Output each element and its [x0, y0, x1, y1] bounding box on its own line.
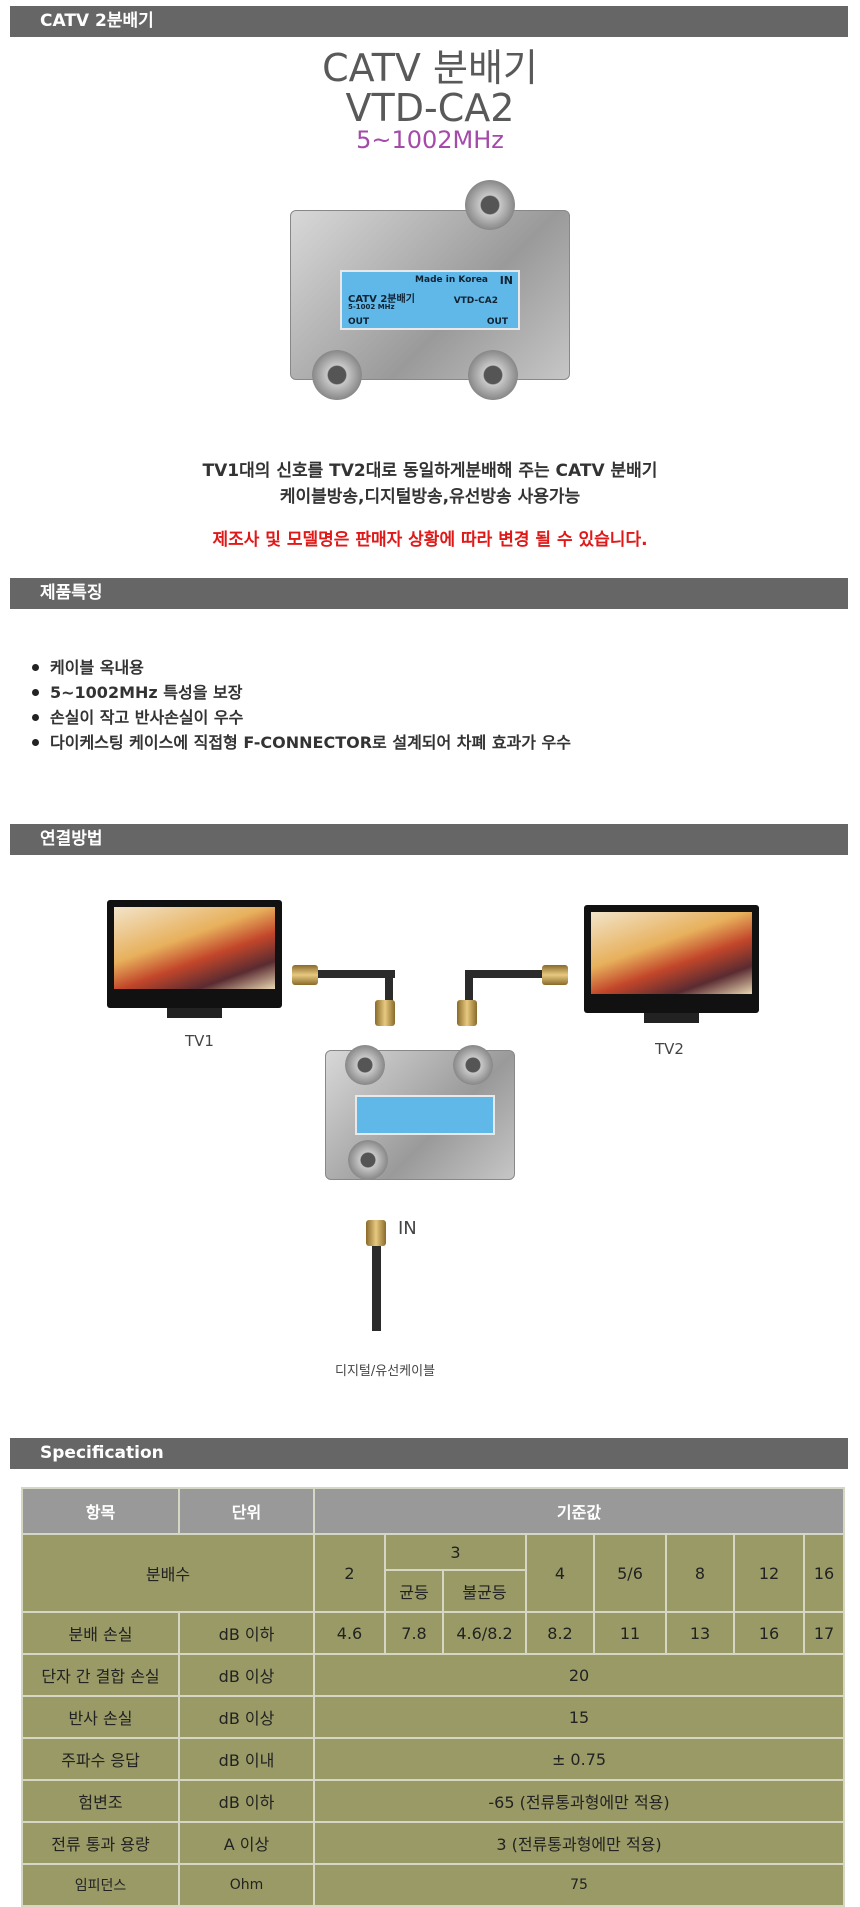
row-value: 15	[313, 1695, 845, 1739]
split-label: 분배수	[21, 1533, 315, 1613]
feature-item: 다이케스팅 케이스에 직접형 F-CONNECTOR로 설계되어 차폐 효과가 …	[30, 730, 571, 755]
label-made: Made in Korea	[415, 275, 488, 285]
connection-bar: 연결방법	[10, 824, 848, 855]
label-out-1: OUT	[348, 317, 370, 327]
split-cell: 5/6	[593, 1533, 667, 1613]
product-image: Made in Korea IN CATV 2분배기 5-1002 MHz VT…	[270, 170, 590, 415]
split-sub: 균등	[384, 1569, 444, 1613]
label-name: CATV 2분배기	[348, 294, 415, 305]
row-unit: dB 이상	[178, 1695, 315, 1739]
feature-item: 케이블 옥내용	[30, 655, 571, 680]
row-name: 임피던스	[21, 1863, 180, 1907]
split-cell: 4	[525, 1533, 595, 1613]
feature-list: 케이블 옥내용 5~1002MHz 특성을 보장 손실이 작고 반사손실이 우수…	[30, 655, 571, 755]
row-value: 75	[313, 1863, 845, 1907]
loss-value: 11	[593, 1611, 667, 1655]
loss-value: 7.8	[384, 1611, 444, 1655]
row-name: 주파수 응답	[21, 1737, 180, 1781]
header-unit: 단위	[178, 1487, 315, 1535]
frequency-range: 5~1002MHz	[356, 126, 504, 154]
split-sub: 불균등	[442, 1569, 527, 1613]
cable-caption: 디지털/유선케이블	[335, 1364, 436, 1379]
row-unit: Ohm	[178, 1863, 315, 1907]
row-value: -65 (전류통과형에만 적용)	[313, 1779, 845, 1823]
product-model: VTD-CA2	[345, 86, 515, 130]
row-unit: dB 이하	[178, 1779, 315, 1823]
row-name: 험변조	[21, 1779, 180, 1823]
row-unit: A 이상	[178, 1821, 315, 1865]
spec-bar: Specification	[10, 1438, 848, 1469]
row-name: 분배 손실	[21, 1611, 180, 1655]
loss-value: 4.6	[313, 1611, 386, 1655]
features-title: 제품특징	[40, 583, 103, 603]
split-cell: 2	[313, 1533, 386, 1613]
loss-value: 13	[665, 1611, 735, 1655]
feature-item: 손실이 작고 반사손실이 우수	[30, 705, 571, 730]
in-caption: IN	[398, 1218, 417, 1239]
header-value: 기준값	[313, 1487, 845, 1535]
features-bar: 제품특징	[10, 578, 848, 609]
row-name: 전류 통과 용량	[21, 1821, 180, 1865]
feature-item: 5~1002MHz 특성을 보장	[30, 680, 571, 705]
loss-value: 8.2	[525, 1611, 595, 1655]
row-value: 20	[313, 1653, 845, 1697]
label-model: VTD-CA2	[453, 296, 498, 306]
header-item: 항목	[21, 1487, 180, 1535]
row-value: ± 0.75	[313, 1737, 845, 1781]
header-title: CATV 2분배기	[40, 11, 154, 31]
row-unit: dB 이상	[178, 1653, 315, 1697]
loss-value: 17	[803, 1611, 845, 1655]
tv1-caption: TV1	[185, 1032, 214, 1050]
product-title: CATV 분배기	[322, 46, 538, 90]
row-name: 단자 간 결합 손실	[21, 1653, 180, 1697]
tv2-image	[584, 905, 759, 1023]
header-bar: CATV 2분배기	[10, 6, 848, 37]
split-cell: 12	[733, 1533, 805, 1613]
description-line-2: 케이블방송,디지털방송,유선방송 사용가능	[279, 487, 581, 507]
notice-text: 제조사 및 모델명은 판매자 상황에 따라 변경 될 수 있습니다.	[212, 530, 648, 550]
label-in: IN	[499, 274, 513, 287]
row-value: 3 (전류통과형에만 적용)	[313, 1821, 845, 1865]
row-unit: dB 이하	[178, 1611, 315, 1655]
row-name: 반사 손실	[21, 1695, 180, 1739]
connection-title: 연결방법	[40, 829, 103, 849]
tv2-caption: TV2	[655, 1040, 684, 1058]
spec-title: Specification	[40, 1443, 164, 1463]
loss-value: 16	[733, 1611, 805, 1655]
label-out-2: OUT	[486, 317, 508, 327]
description-line-1: TV1대의 신호를 TV2대로 동일하게분배해 주는 CATV 분배기	[202, 461, 658, 481]
loss-value: 4.6/8.2	[442, 1611, 527, 1655]
split-cell: 3	[384, 1533, 527, 1571]
tv1-image	[107, 900, 282, 1018]
split-cell: 8	[665, 1533, 735, 1613]
split-cell: 16	[803, 1533, 845, 1613]
row-unit: dB 이내	[178, 1737, 315, 1781]
label-range: 5-1002 MHz	[348, 303, 395, 311]
